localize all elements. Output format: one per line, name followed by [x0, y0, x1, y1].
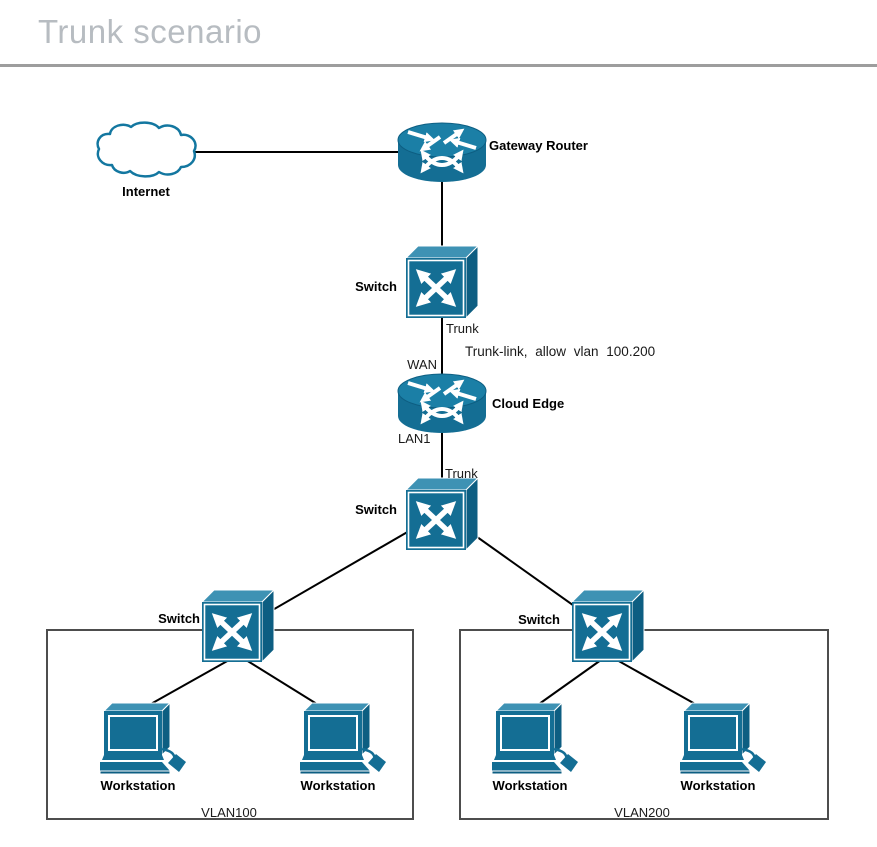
distribution-switch-label: Switch — [355, 502, 397, 517]
vlan100-zone-label: VLAN100 — [201, 805, 257, 820]
wan-port-label: WAN — [407, 357, 437, 372]
core-switch-icon — [406, 246, 478, 318]
trunk-lower-label: Trunk — [445, 466, 478, 481]
internet-label: Internet — [122, 184, 170, 199]
trunk-upper-label: Trunk — [446, 321, 479, 336]
vlan100-switch-icon — [202, 590, 274, 662]
workstation2-label: Workstation — [301, 778, 376, 793]
workstation3-label: Workstation — [493, 778, 568, 793]
core-switch-label: Switch — [355, 279, 397, 294]
page-header: Trunk scenario — [0, 0, 877, 67]
gateway-router-icon — [398, 123, 486, 182]
cloud-edge-label: Cloud Edge — [492, 396, 564, 411]
page-title: Trunk scenario — [38, 13, 263, 50]
cloud-edge-router-icon — [398, 374, 486, 433]
distribution-switch-icon — [406, 478, 478, 550]
trunk-note-label: Trunk-link, allow vlan 100.200 — [465, 344, 655, 359]
workstation4-label: Workstation — [681, 778, 756, 793]
vlan200-switch-label: Switch — [518, 612, 560, 627]
vlan200-zone-label: VLAN200 — [614, 805, 670, 820]
workstation1-label: Workstation — [101, 778, 176, 793]
internet-cloud-icon — [96, 121, 197, 178]
vlan200-switch-icon — [572, 590, 644, 662]
lan1-port-label: LAN1 — [398, 431, 431, 446]
vlan100-switch-label: Switch — [158, 611, 200, 626]
gateway-router-label: Gateway Router — [489, 138, 588, 153]
